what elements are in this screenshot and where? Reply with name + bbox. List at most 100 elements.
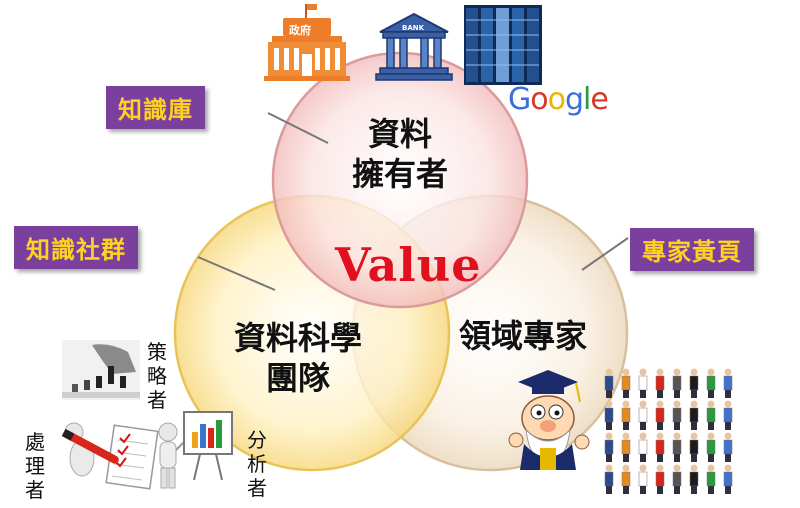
worker-head xyxy=(673,368,681,376)
worker-body xyxy=(672,471,682,487)
worker-body xyxy=(638,375,648,391)
worker-legs xyxy=(657,454,663,462)
worker-legs xyxy=(623,422,629,430)
worker-head xyxy=(724,464,732,472)
worker-head xyxy=(690,368,698,376)
worker-legs xyxy=(606,390,612,398)
worker-legs xyxy=(657,486,663,494)
worker-head xyxy=(656,368,664,376)
worker-head xyxy=(690,432,698,440)
worker-body xyxy=(638,471,648,487)
worker-head xyxy=(605,368,613,376)
worker-head xyxy=(605,464,613,472)
worker-legs xyxy=(623,486,629,494)
google-letter: g xyxy=(564,82,584,117)
worker-body xyxy=(706,439,716,455)
worker-body xyxy=(604,407,614,423)
worker-body xyxy=(689,471,699,487)
worker-body xyxy=(723,407,733,423)
worker-body xyxy=(638,407,648,423)
worker-legs xyxy=(640,486,646,494)
data-science-line2: 團隊 xyxy=(265,359,330,397)
worker-body xyxy=(655,439,665,455)
worker-legs xyxy=(674,454,680,462)
worker-head xyxy=(673,464,681,472)
worker-legs xyxy=(725,422,731,430)
worker-head xyxy=(707,400,715,408)
google-logo: Google xyxy=(508,82,609,117)
google-letter: o xyxy=(530,82,548,117)
worker-body xyxy=(672,439,682,455)
worker-body xyxy=(723,375,733,391)
worker-body xyxy=(604,471,614,487)
worker-body xyxy=(672,407,682,423)
worker-head xyxy=(707,464,715,472)
worker-legs xyxy=(725,454,731,462)
professor-cartoon-image xyxy=(508,370,590,470)
worker-head xyxy=(724,400,732,408)
domain-expert-line: 領域專家 xyxy=(458,317,587,355)
worker-body xyxy=(621,439,631,455)
bank-icon xyxy=(375,12,453,81)
worker-head xyxy=(622,368,630,376)
worker-legs xyxy=(708,390,714,398)
analyst-label: 分析者 xyxy=(247,428,267,500)
google-letter: o xyxy=(547,82,566,117)
worker-head xyxy=(605,432,613,440)
data-owner-text: 資料 擁有者 xyxy=(340,114,460,194)
worker-body xyxy=(723,471,733,487)
chess-hand-image xyxy=(62,340,140,400)
worker-body xyxy=(706,375,716,391)
connector-knowledge-base xyxy=(267,112,329,144)
worker-legs xyxy=(674,486,680,494)
worker-legs xyxy=(708,454,714,462)
worker-body xyxy=(621,407,631,423)
government-building-icon xyxy=(264,4,350,81)
worker-legs xyxy=(708,422,714,430)
google-letter: G xyxy=(508,82,531,117)
worker-legs xyxy=(606,486,612,494)
analyst-chart-image xyxy=(158,411,233,489)
worker-legs xyxy=(691,454,697,462)
worker-head xyxy=(673,432,681,440)
processor-label: 處理者 xyxy=(25,430,45,502)
worker-head xyxy=(690,400,698,408)
data-owner-line2: 擁有者 xyxy=(351,155,448,193)
connector-knowledge-community xyxy=(197,256,276,291)
worker-head xyxy=(622,464,630,472)
worker-head xyxy=(622,400,630,408)
government-sign-text: 政府 xyxy=(289,24,311,37)
worker-legs xyxy=(640,390,646,398)
knowledge-base-label: 知識庫 xyxy=(106,86,205,129)
worker-head xyxy=(707,432,715,440)
worker-head xyxy=(656,400,664,408)
worker-head xyxy=(639,432,647,440)
worker-body xyxy=(655,407,665,423)
worker-head xyxy=(656,464,664,472)
worker-head xyxy=(724,368,732,376)
worker-head xyxy=(639,464,647,472)
bank-sign-text: BANK xyxy=(402,24,425,32)
worker-head xyxy=(639,368,647,376)
domain-expert-text: 領域專家 xyxy=(448,316,598,356)
worker-body xyxy=(689,407,699,423)
worker-legs xyxy=(691,390,697,398)
worker-head xyxy=(639,400,647,408)
worker-head xyxy=(690,464,698,472)
expert-directory-label: 專家黃頁 xyxy=(630,228,754,271)
worker-legs xyxy=(708,486,714,494)
worker-body xyxy=(689,439,699,455)
red-pen-checklist-image xyxy=(61,422,159,490)
worker-legs xyxy=(725,486,731,494)
knowledge-community-label: 知識社群 xyxy=(14,226,138,269)
connector-expert-directory xyxy=(581,237,629,271)
worker-body xyxy=(638,439,648,455)
worker-legs xyxy=(691,422,697,430)
worker-head xyxy=(707,368,715,376)
worker-body xyxy=(655,375,665,391)
value-text: Value xyxy=(335,238,482,292)
worker-legs xyxy=(640,454,646,462)
worker-body xyxy=(706,471,716,487)
worker-head xyxy=(724,432,732,440)
